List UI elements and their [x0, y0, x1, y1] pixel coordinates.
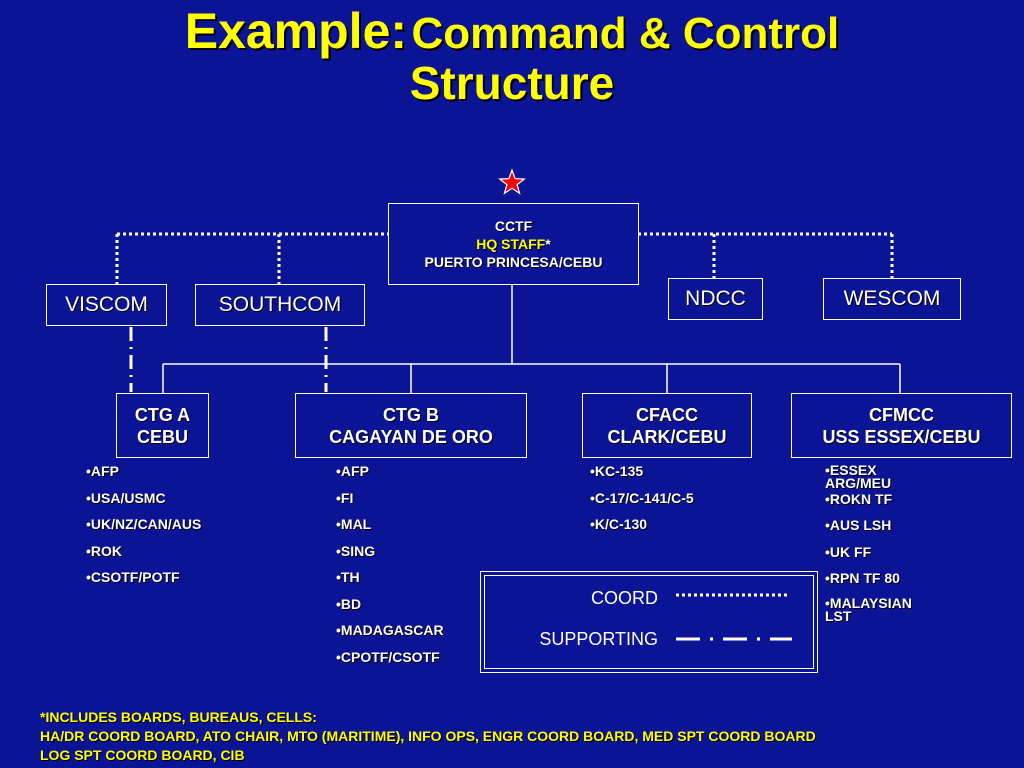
list-item: •AUS LSH — [825, 517, 892, 533]
page-title: Example: Command & Control — [0, 6, 1024, 56]
ctg-b-location: CAGAYAN DE ORO — [329, 426, 493, 447]
legend-coord-label: COORD — [591, 588, 658, 608]
cfacc-members: •KC-135 •C-17/C-141/C-5 •K/C-130 — [590, 463, 694, 543]
command-lines — [162, 285, 901, 393]
ctg-b-members: •AFP •FI •MAL •SING •TH •BD •MADAGASCAR … — [336, 463, 444, 675]
list-item: •FI — [336, 489, 354, 506]
footnote-line1: *INCLUDES BOARDS, BUREAUS, CELLS: — [40, 709, 317, 725]
list-item: •MAL — [336, 516, 372, 532]
list-item: •K/C-130 — [590, 516, 648, 532]
list-item: •UK FF — [825, 543, 872, 560]
list-item: •MALAYSIAN LST — [825, 594, 912, 624]
supporting-lines — [129, 327, 328, 392]
cfmcc-members: •ESSEX ARG/MEU •ROKN TF •AUS LSH •UK FF … — [825, 462, 912, 624]
list-item: •UK/NZ/CAN/AUS — [86, 516, 202, 532]
cfmcc-box: CFMCC USS ESSEX/CEBU — [791, 393, 1012, 458]
list-item: •USA/USMC — [86, 489, 166, 506]
list-item: •AFP — [336, 463, 369, 479]
ctg-b-name: CTG B — [383, 404, 439, 425]
title-prefix: Example: — [184, 3, 408, 59]
list-item: •RPN TF 80 — [825, 570, 900, 586]
ctg-b-box: CTG B CAGAYAN DE ORO — [295, 393, 527, 458]
list-item: •CPOTF/CSOTF — [336, 648, 440, 665]
footnote-line2: HA/DR COORD BOARD, ATO CHAIR, MTO (MARIT… — [40, 728, 816, 744]
ctg-a-members: •AFP •USA/USMC •UK/NZ/CAN/AUS •ROK •CSOT… — [86, 463, 201, 596]
legend — [484, 575, 814, 669]
viscom-box: VISCOM — [46, 284, 167, 326]
title-main: Command & Control — [411, 9, 840, 58]
legend-supporting-label: SUPPORTING — [539, 629, 658, 649]
footnote-line3: LOG SPT COORD BOARD, CIB — [40, 747, 245, 763]
cctf-name: CCTF — [494, 218, 533, 234]
page-title-line2: Structure — [409, 57, 615, 109]
cctf-hq-staff: HQ STAFF* — [476, 235, 550, 253]
cctf-location: PUERTO PRINCESA/CEBU — [424, 254, 603, 270]
hq-staff-label: HQ STAFF — [476, 236, 546, 252]
list-item: •ROKN TF — [825, 490, 893, 507]
coord-lines — [115, 232, 894, 284]
list-item: •KC-135 — [590, 463, 644, 479]
list-item: •ESSEX ARG/MEU — [825, 462, 892, 491]
wescom-box: WESCOM — [823, 278, 961, 320]
list-item: •BD — [336, 595, 362, 612]
cfmcc-location: USS ESSEX/CEBU — [822, 426, 981, 447]
cfacc-name: CFACC — [636, 404, 698, 425]
cfacc-box: CFACC CLARK/CEBU — [582, 393, 752, 458]
ctg-a-box: CTG A CEBU — [116, 393, 209, 458]
list-item: •CSOTF/POTF — [86, 569, 180, 585]
red-star-icon — [498, 168, 526, 195]
cfmcc-name: CFMCC — [869, 404, 934, 425]
cfacc-location: CLARK/CEBU — [607, 426, 727, 447]
legend-frame — [480, 571, 818, 673]
footnote: *INCLUDES BOARDS, BUREAUS, CELLS: HA/DR … — [40, 708, 816, 765]
list-item: •SING — [336, 542, 376, 559]
list-item: •ROK — [86, 542, 123, 559]
list-item: •TH — [336, 569, 360, 585]
southcom-box: SOUTHCOM — [195, 284, 365, 326]
cctf-box: CCTF HQ STAFF* PUERTO PRINCESA/CEBU — [388, 203, 639, 285]
ctg-a-location: CEBU — [136, 426, 188, 447]
ndcc-box: NDCC — [668, 278, 763, 320]
hq-staff-asterisk: * — [545, 236, 551, 252]
list-item: •MADAGASCAR — [336, 622, 444, 638]
list-item: •AFP — [86, 463, 119, 479]
list-item: •C-17/C-141/C-5 — [590, 489, 694, 506]
ctg-a-name: CTG A — [134, 404, 191, 425]
